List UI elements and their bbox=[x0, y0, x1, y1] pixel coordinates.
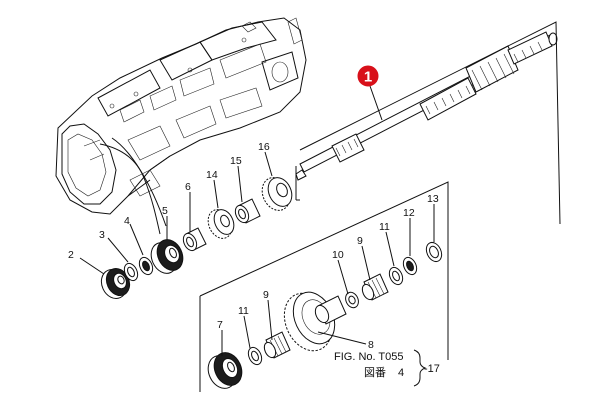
part-washer-12 bbox=[402, 256, 418, 276]
part-ring-3 bbox=[123, 262, 139, 282]
label-part-15: 15 bbox=[230, 155, 242, 167]
assembly-line bbox=[111, 137, 167, 227]
shaft-bracket bbox=[295, 166, 300, 201]
part-labels: 2 3 4 5 6 14 15 16 7 11 9 10 9 11 12 13 … bbox=[68, 141, 439, 351]
label-part-12: 12 bbox=[403, 207, 415, 219]
main-shaft bbox=[295, 31, 558, 181]
label-part-6: 6 bbox=[185, 181, 191, 193]
callout-part-1: 1 bbox=[357, 65, 379, 87]
part-gear-14 bbox=[207, 209, 235, 239]
transmission-housing bbox=[55, 17, 307, 215]
figure-number-jp-value: 4 bbox=[398, 367, 404, 379]
figure-number: FIG. No. T055 bbox=[334, 351, 404, 363]
part-gear-8 bbox=[283, 291, 347, 352]
label-part-9-lower: 9 bbox=[263, 289, 269, 301]
label-part-13: 13 bbox=[427, 193, 439, 205]
shaft-enclosure bbox=[299, 21, 561, 225]
label-part-16: 16 bbox=[258, 141, 270, 153]
part-bearing-7 bbox=[207, 352, 243, 389]
part-ring-11-lower bbox=[247, 346, 263, 366]
callout-number: 1 bbox=[364, 69, 372, 86]
part-spacer-15 bbox=[234, 198, 261, 224]
part-gear-16 bbox=[261, 177, 293, 211]
callout-badge bbox=[357, 65, 379, 87]
part-spacer-10 bbox=[345, 291, 359, 309]
label-part-10: 10 bbox=[332, 249, 344, 261]
lower-enclosure bbox=[199, 181, 449, 392]
assembly-line bbox=[99, 143, 161, 235]
label-part-8: 8 bbox=[368, 339, 374, 351]
figure-suffix: -17 bbox=[424, 363, 440, 375]
figure-brace bbox=[413, 349, 427, 387]
label-part-11-upper: 11 bbox=[379, 221, 390, 233]
label-part-5: 5 bbox=[162, 205, 168, 217]
leader-1 bbox=[369, 85, 383, 121]
figure-number-jp: 図番 bbox=[364, 366, 386, 379]
label-part-11-lower: 11 bbox=[238, 305, 249, 317]
part-needle-bearing-9-upper bbox=[361, 273, 389, 301]
label-part-14: 14 bbox=[206, 169, 218, 181]
label-part-2: 2 bbox=[68, 249, 74, 261]
label-part-7: 7 bbox=[217, 319, 223, 331]
figure-reference: FIG. No. T055 図番 4 -17 bbox=[334, 349, 440, 387]
part-washer-4 bbox=[138, 256, 154, 276]
part-bearing-5 bbox=[150, 239, 184, 274]
part-needle-bearing-9-lower bbox=[263, 331, 291, 359]
part-ring-11-upper bbox=[388, 266, 404, 286]
part-collar-6 bbox=[182, 227, 207, 252]
part-snap-ring-13 bbox=[425, 241, 443, 263]
label-part-4: 4 bbox=[124, 215, 130, 227]
label-part-3: 3 bbox=[99, 229, 105, 241]
leader-lines-lower bbox=[221, 204, 435, 356]
leader-lines-upper bbox=[79, 151, 273, 275]
label-part-9-upper: 9 bbox=[357, 235, 363, 247]
